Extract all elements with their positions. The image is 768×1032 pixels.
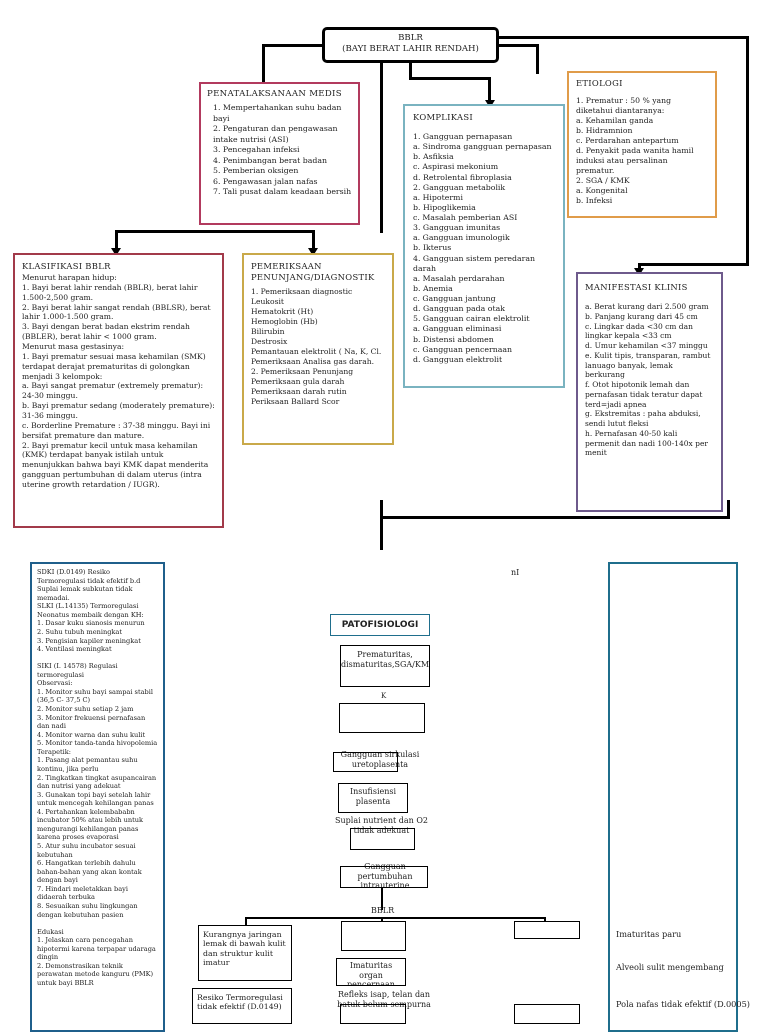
- flow-k-label: K: [381, 692, 387, 700]
- flow-box: [339, 703, 425, 733]
- klasifikasi-items: Menurut harapan hidup: 1. Bayi berat lah…: [22, 273, 215, 490]
- komplikasi-items: 1. Gangguan pernapasan a. Sindroma gangg…: [413, 132, 552, 364]
- flow-bblr: BBLR: [371, 906, 395, 915]
- connector: [380, 500, 383, 550]
- connector: [727, 500, 730, 519]
- title-line-1: BBLR: [398, 33, 423, 43]
- komplikasi-box: KOMPLIKASI 1. Gangguan pernapasan a. Sin…: [403, 104, 565, 388]
- pemeriksaan-title: PEMERIKSAAN PENUNJANG/DIAGNOSTIK: [251, 261, 375, 282]
- arrow-down-icon: [308, 248, 318, 256]
- etiologi-title: ETIOLOGI: [576, 78, 623, 88]
- etiologi-items: 1. Prematur : 50 % yang diketahui dianta…: [576, 96, 694, 205]
- flow-pola-nafas: Pola nafas tidak efektif (D.0005): [616, 999, 750, 1009]
- connector: [381, 888, 383, 910]
- flow-box: [350, 828, 415, 850]
- right-panel: [608, 562, 738, 1032]
- flow-box: [340, 866, 428, 888]
- flow-imaturitas-organ: Imaturitas organ pencernaan: [336, 958, 406, 986]
- etiologi-box: ETIOLOGI 1. Prematur : 50 % yang diketah…: [567, 71, 717, 218]
- arrow-down-icon: [111, 248, 121, 256]
- pemeriksaan-items: 1. Pemeriksaan diagnostic Leukosit Hemat…: [251, 286, 382, 407]
- flow-box: [514, 921, 580, 939]
- connector: [409, 63, 412, 77]
- connector: [380, 63, 383, 233]
- intervensi-text: SDKI (D.0149) Resiko Termoregulasi tidak…: [37, 568, 158, 987]
- connector: [115, 230, 118, 252]
- flow-sirkulasi: Gangguan sirkulasi uretoplasenta: [334, 750, 426, 772]
- connector: [499, 44, 539, 47]
- title-box: BBLR (Bayi Berat Lahir Rendah): [322, 27, 499, 63]
- connector: [746, 36, 749, 266]
- connector: [380, 516, 730, 519]
- connector: [499, 36, 749, 39]
- connector: [488, 77, 491, 102]
- flow-suplai: Suplai nutrient dan O2 tidak adekuat: [334, 816, 429, 840]
- connector: [641, 263, 749, 266]
- flow-insufisiensi-text: Insufisiensi plasenta: [349, 787, 397, 806]
- intervensi-panel: SDKI (D.0149) Resiko Termoregulasi tidak…: [30, 562, 165, 1032]
- connector: [245, 917, 545, 919]
- connector: [262, 44, 265, 82]
- flow-sirkulasi-text: Gangguan sirkulasi uretoplasenta: [340, 750, 420, 769]
- penatalaksanaan-box: PENATALAKSANAAN MEDIS 1. Mempertahankan …: [199, 82, 360, 225]
- title-line-2: (Bayi Berat Lahir Rendah): [342, 43, 479, 54]
- komplikasi-title: KOMPLIKASI: [413, 112, 473, 122]
- flow-prematuritas-text: Prematuritas, dismaturitas,SGA/KMK: [341, 650, 430, 669]
- flow-suplai-text: Suplai nutrient dan O2 tidak adekuat: [335, 816, 428, 835]
- patofisiologi-title: PATOFISIOLOGI: [330, 614, 430, 636]
- flow-insufisiensi: Insufisiensi plasenta: [338, 783, 408, 813]
- flow-resiko-text: Resiko Termoregulasi tidak efektif (D.01…: [197, 993, 283, 1012]
- manifestasi-items: a. Berat kurang dari 2.500 gram b. Panja…: [585, 302, 711, 458]
- flow-box: [333, 752, 398, 772]
- flow-box: [514, 1004, 580, 1024]
- connector: [115, 230, 315, 233]
- connector: [312, 230, 315, 252]
- flow-box: [340, 1004, 406, 1024]
- flow-resiko: Resiko Termoregulasi tidak efektif (D.01…: [192, 988, 292, 1024]
- manifestasi-title: MANIFESTASI KLINIS: [585, 282, 688, 292]
- flow-box: [341, 921, 406, 951]
- flow-lemak-text: Kurangnya jaringan lemak di bawah kulit …: [203, 930, 286, 968]
- flow-prematuritas: Prematuritas, dismaturitas,SGA/KMK: [340, 645, 430, 687]
- klasifikasi-title: KLASIFIKASI BBLR: [22, 261, 111, 271]
- manifestasi-box: MANIFESTASI KLINIS a. Berat kurang dari …: [576, 272, 723, 512]
- klasifikasi-box: KLASIFIKASI BBLR Menurut harapan hidup: …: [13, 253, 224, 528]
- penatalaksanaan-items: 1. Mempertahankan suhu badan bayi 2. Pen…: [213, 103, 352, 197]
- stray-mark: nI: [511, 568, 520, 577]
- connector: [262, 44, 322, 47]
- flow-imaturitas-organ-text: Imaturitas organ pencernaan: [347, 961, 395, 986]
- connector: [409, 77, 491, 80]
- connector: [245, 917, 247, 925]
- connector: [536, 44, 539, 74]
- flow-lemak: Kurangnya jaringan lemak di bawah kulit …: [198, 925, 292, 981]
- penatalaksanaan-title: PENATALAKSANAAN MEDIS: [207, 89, 342, 99]
- flow-imaturitas-paru: Imaturitas paru: [616, 929, 682, 939]
- flow-alveoli: Alveoli sulit mengembang: [616, 962, 724, 972]
- pemeriksaan-box: PEMERIKSAAN PENUNJANG/DIAGNOSTIK 1. Peme…: [242, 253, 394, 445]
